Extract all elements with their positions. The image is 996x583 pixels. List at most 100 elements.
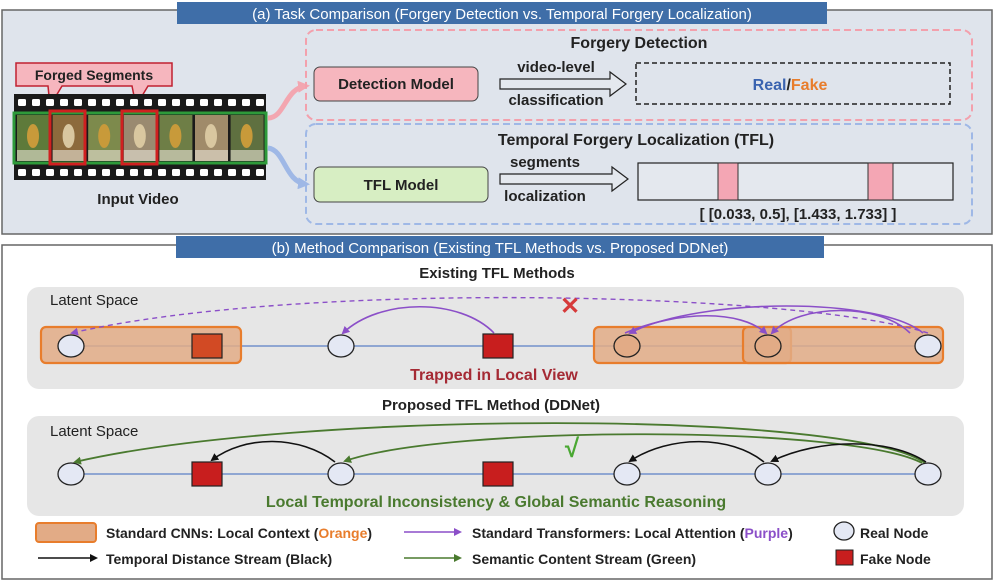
sprocket-hole (32, 99, 40, 106)
semantic-arrow-global (73, 422, 926, 465)
frame-bird-shape (205, 124, 217, 148)
existing-caption: Trapped in Local View (410, 367, 578, 384)
sprocket-hole (60, 99, 68, 106)
detection-arrow-bottom-label: classification (508, 92, 603, 109)
check-icon: √ (565, 433, 580, 463)
panel-a-title-bar (177, 2, 827, 24)
frame-bird-shape (62, 124, 75, 148)
sprocket-hole (60, 169, 68, 176)
temporal-arrow-3 (770, 443, 927, 463)
localization-arrow (499, 165, 629, 193)
sprocket-hole (88, 99, 96, 106)
sprocket-hole (116, 99, 124, 106)
frame-bird-shape (240, 124, 253, 148)
existing-fake-node-1 (191, 333, 223, 359)
frame-ground-shape (123, 150, 157, 161)
sprocket-hole (186, 169, 194, 176)
sprocket-hole (88, 169, 96, 176)
input-video-filmstrip (12, 94, 268, 180)
sprocket-hole (144, 169, 152, 176)
sprocket-hole (158, 169, 166, 176)
real-label: Real (753, 77, 787, 94)
sprocket-hole (74, 169, 82, 176)
forged-segments-label: Forged Segments (35, 67, 153, 83)
sprocket-hole (144, 99, 152, 106)
sprocket-hole (200, 169, 208, 176)
sprocket-hole (18, 99, 26, 106)
temporal-arrow-2 (628, 440, 765, 463)
proposed-real-node-1 (57, 462, 85, 486)
sprocket-hole (46, 99, 54, 106)
existing-fake-node-2 (482, 333, 514, 359)
legend-trans-suffix: ) (788, 525, 793, 541)
tfl-arrow-top-label: segments (510, 154, 580, 171)
frame-bird-shape (133, 124, 146, 148)
tfl-model-label: TFL Model (364, 177, 439, 194)
semantic-arrow-mid (343, 433, 923, 464)
legend: Standard CNNs: Local Context (Orange) St… (35, 521, 931, 567)
legend-cnn-swatch (35, 522, 97, 543)
frame-ground-shape (159, 150, 193, 161)
existing-latent-label: Latent Space (50, 292, 138, 309)
sprocket-hole (242, 169, 250, 176)
sprocket-hole (102, 99, 110, 106)
sprocket-hole (130, 99, 138, 106)
proposed-real-node-5 (914, 462, 942, 486)
proposed-caption: Local Temporal Inconsistency & Global Se… (266, 494, 726, 511)
sprocket-hole (186, 99, 194, 106)
legend-cnn-prefix: Standard CNNs: Local Context ( (106, 525, 319, 541)
proposed-fake-node-2 (482, 461, 514, 487)
legend-real-node-icon (833, 521, 855, 541)
existing-real-node-5 (914, 334, 942, 358)
tfl-result-text: [ [0.033, 0.5], [1.433, 1.733] ] (700, 206, 897, 223)
attention-arrow-4 (341, 305, 495, 335)
forgery-detection-heading: Forgery Detection (571, 35, 708, 52)
forged-frame-2 (120, 109, 159, 166)
tfl-segment-1 (717, 162, 739, 201)
to-tfl-arrow (267, 145, 310, 190)
proposed-real-node-4 (754, 462, 782, 486)
sprocket-hole (214, 169, 222, 176)
legend-cnn-color: Orange (318, 525, 367, 541)
temporal-arrow-1 (210, 440, 336, 463)
existing-real-node-4 (754, 334, 782, 358)
fake-label: Fake (791, 77, 828, 94)
legend-cnn-text: Standard CNNs: Local Context (Orange) (106, 525, 372, 541)
tfl-arrow-bottom-label: localization (504, 188, 586, 205)
panel-a-title: (a) Task Comparison (Forgery Detection v… (252, 6, 752, 23)
forgery-detection-box (305, 29, 973, 121)
frame-bird-shape (98, 124, 111, 148)
detection-model-box (313, 66, 479, 102)
sprocket-hole (228, 99, 236, 106)
proposed-real-node-2 (327, 462, 355, 486)
sprocket-hole (228, 169, 236, 176)
proposed-latent-label: Latent Space (50, 423, 138, 440)
sprocket-hole (242, 99, 250, 106)
frame-ground-shape (195, 150, 228, 161)
sprocket-hole (172, 169, 180, 176)
existing-heading: Existing TFL Methods (419, 265, 575, 282)
frame-ground-shape (230, 150, 264, 161)
tfl-box (305, 123, 973, 225)
legend-trans-prefix: Standard Transformers: Local Attention ( (472, 525, 745, 541)
frame-ground-shape (52, 150, 86, 161)
detection-model-label: Detection Model (338, 76, 454, 93)
sprocket-hole (130, 169, 138, 176)
proposed-heading: Proposed TFL Method (DDNet) (382, 397, 600, 414)
sprocket-hole (172, 99, 180, 106)
sprocket-hole (32, 169, 40, 176)
frame-ground-shape (17, 150, 50, 161)
attention-arrow-3 (624, 315, 768, 335)
frame-bird-shape (169, 124, 182, 148)
existing-real-node-1 (57, 334, 85, 358)
detection-output-box (635, 62, 951, 105)
sprocket-hole (46, 169, 54, 176)
sprocket-hole (214, 99, 222, 106)
sprocket-hole (18, 169, 26, 176)
slash-label: / (786, 77, 791, 94)
sprocket-hole (74, 99, 82, 106)
panel-b-title-bar (176, 236, 824, 258)
proposed-real-node-3 (613, 462, 641, 486)
